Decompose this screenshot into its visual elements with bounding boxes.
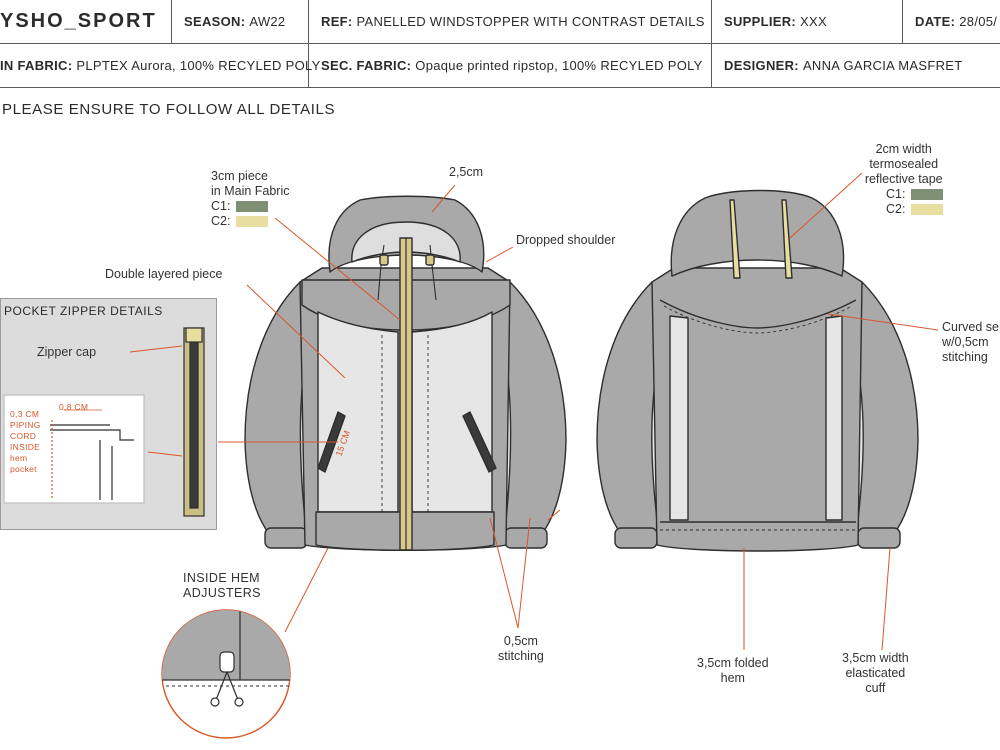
leader-lines: [218, 172, 939, 651]
label-piping-note: 0,3 CM PIPING CORD INSIDE hem pocket: [10, 409, 41, 474]
label-zipper-cap: Zipper cap: [37, 345, 97, 359]
season-cell: SEASON:AW22: [172, 0, 309, 44]
zipper-detail-sketch: [3, 327, 205, 517]
main-fabric-cell: IN FABRIC:PLPTEX Aurora, 100% RECYLED PO…: [0, 44, 320, 88]
front-right-cuff: [504, 527, 548, 549]
brand-name: YSHO_SPORT: [0, 0, 172, 44]
back-jacket: [596, 189, 919, 552]
label-double-layered: Double layered piece: [105, 267, 223, 281]
supplier-cell: SUPPLIER:XXX: [712, 0, 903, 44]
back-curved-seam: [659, 299, 857, 329]
front-jacket: [244, 195, 567, 551]
front-right-panel: [411, 311, 493, 513]
label-elasticated-cuff: 3,5cm width elasticated cuff: [842, 651, 909, 695]
ref-cell: REF:PANELLED WINDSTOPPER WITH CONTRAST D…: [309, 0, 712, 44]
label-curved-seam: Curved se w/0,5cm stitching: [942, 320, 999, 364]
instruction-note: PLEASE ENSURE TO FOLLOW ALL DETAILS: [2, 101, 336, 118]
label-3cm-piece: 3cm piece in Main Fabric C1: C2:: [211, 169, 290, 228]
reflective-tape-right: [781, 199, 793, 279]
front-right-pocket: [462, 411, 497, 473]
label-reflective-tape: 2cm width termosealed reflective tape C1…: [864, 142, 944, 216]
spec-header: YSHO_SPORT SEASON:AW22 REF:PANELLED WIND…: [0, 0, 1000, 88]
label-0-8cm: 0,8 CM: [59, 402, 89, 412]
label-stitching: 0,5cm stitching: [498, 634, 544, 663]
back-left-cuff: [614, 527, 658, 549]
reflective-tape-left: [729, 199, 741, 279]
back-body: [651, 267, 863, 552]
hem-adjuster-detail: [161, 609, 291, 739]
back-right-cuff: [857, 527, 901, 549]
label-folded-hem: 3,5cm folded hem: [697, 656, 769, 685]
tape-c2-swatch: [911, 204, 944, 216]
back-hood: [670, 189, 845, 277]
tape-c1-swatch: [911, 189, 944, 201]
front-left-panel: [317, 311, 399, 513]
sec-fabric-cell: SEC. FABRIC:Opaque printed ripstop, 100%…: [309, 44, 712, 88]
technical-flat-drawing: [3, 172, 939, 739]
pocket-zipper-details-panel: POCKET ZIPPER DETAILS Zipper cap 0,8 CM …: [0, 298, 217, 530]
label-inside-hem-adjusters: INSIDE HEM ADJUSTERS: [183, 571, 261, 600]
designer-cell: DESIGNER:ANNA GARCIA MASFRET: [712, 44, 1000, 88]
c1-swatch: [236, 201, 269, 213]
pocket-zipper-title: POCKET ZIPPER DETAILS: [4, 304, 163, 318]
date-cell: DATE:28/05/: [903, 0, 1000, 44]
label-dropped-shoulder: Dropped shoulder: [516, 233, 616, 247]
label-hood-measure: 2,5cm: [449, 165, 484, 179]
front-left-cuff: [264, 527, 308, 549]
c2-swatch: [236, 216, 269, 228]
